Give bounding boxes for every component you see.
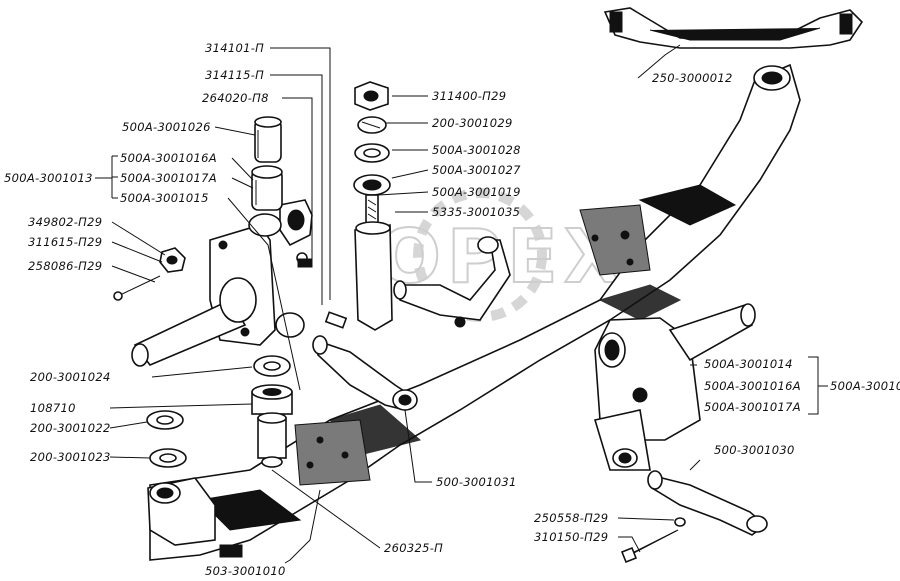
tie-rod-arm <box>312 335 418 411</box>
label-r-500a-3001012: 500А-3001012 <box>830 379 900 393</box>
bushing-upper <box>254 116 282 163</box>
label-500a-3001015: 500А-3001015 <box>120 191 209 205</box>
label-500a-3001027: 500А-3001027 <box>432 163 521 177</box>
thrust-bearing <box>253 355 291 377</box>
left-steering-knuckle <box>131 199 313 367</box>
label-314101: 314101-П <box>205 41 264 55</box>
right-steering-knuckle <box>593 303 756 471</box>
label-200-3001024: 200-3001024 <box>30 370 111 384</box>
label-5335-3001035: 5335-3001035 <box>432 205 520 219</box>
bushing-lower <box>251 165 283 211</box>
knuckle-washer <box>248 213 282 237</box>
label-r-500a-3001016a: 500А-3001016А <box>704 379 801 393</box>
knuckle-bore <box>275 312 305 338</box>
label-264020: 264020-П8 <box>202 91 269 105</box>
label-500a-3001017a: 500А-3001017А <box>120 171 217 185</box>
label-200-3001023: 200-3001023 <box>30 450 111 464</box>
key <box>324 311 348 329</box>
steering-arm-curved <box>393 236 511 328</box>
label-311615: 311615-П29 <box>28 235 102 249</box>
grease-fitting <box>296 252 313 268</box>
front-axle-beam <box>147 63 801 561</box>
washer-bolt-right <box>620 517 686 564</box>
label-r-500a-3001017a: 500А-3001017А <box>704 400 801 414</box>
shim-200-3001023 <box>149 448 187 468</box>
label-500a-3001013: 500А-3001013 <box>4 171 93 185</box>
label-500a-3001026: 500А-3001026 <box>122 120 211 134</box>
label-500a-3001019: 500А-3001019 <box>432 185 521 199</box>
label-250-3000012: 250-3000012 <box>652 71 733 85</box>
label-311400: 311400-П29 <box>432 89 506 103</box>
king-pin-stack <box>353 81 393 331</box>
label-250558: 250558-П29 <box>534 511 608 525</box>
part-labels: 314101-П 314115-П 264020-П8 500А-3001026… <box>4 41 900 578</box>
label-500-3001031: 500-3001031 <box>436 475 517 489</box>
label-200-3001029: 200-3001029 <box>432 116 513 130</box>
label-260325: 260325-П <box>384 541 443 555</box>
label-200-3001022: 200-3001022 <box>30 421 111 435</box>
label-500-3001030: 500-3001030 <box>714 443 795 457</box>
label-500a-3001016a: 500А-3001016А <box>120 151 217 165</box>
cotter-pin <box>113 275 161 301</box>
label-503-3001010: 503-3001010 <box>205 564 286 578</box>
label-108710: 108710 <box>30 401 76 415</box>
shim-200-3001022 <box>146 410 184 430</box>
bearing-108710 <box>251 384 293 468</box>
label-r-500a-3001014: 500А-3001014 <box>704 357 793 371</box>
axle-assembly-thumbnail <box>603 7 864 49</box>
label-310150: 310150-П29 <box>534 530 608 544</box>
leader-lines <box>95 44 828 564</box>
steering-arm-right <box>647 470 768 536</box>
castle-nut <box>159 247 186 273</box>
label-314115: 314115-П <box>205 68 264 82</box>
label-500a-3001028: 500А-3001028 <box>432 143 521 157</box>
label-258086: 258086-П29 <box>28 259 102 273</box>
label-349802: 349802-П29 <box>28 215 102 229</box>
